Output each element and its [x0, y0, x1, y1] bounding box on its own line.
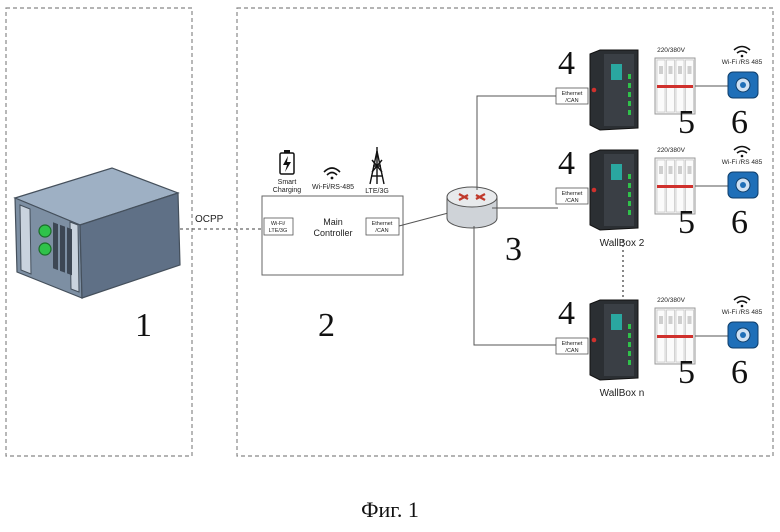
current-sensor-icon — [728, 172, 758, 198]
smart-charging-label-2: Charging — [273, 187, 302, 194]
label-4: 4 — [558, 295, 575, 332]
left-port-label-2: LTE/3G — [269, 228, 288, 234]
lte-label: LTE/3G — [365, 188, 389, 195]
sensor-interface-label: Wi-Fi /RS 485 — [722, 159, 763, 166]
right-port-label-2: /CAN — [375, 228, 388, 234]
label-4: 4 — [558, 45, 575, 82]
sensor-interface-label: Wi-Fi /RS 485 — [722, 309, 763, 316]
server-led-icon — [39, 225, 51, 237]
current-sensor-icon — [728, 72, 758, 98]
antenna-icon — [370, 147, 384, 184]
server-icon — [15, 168, 180, 298]
router-wallbox-link-1 — [477, 96, 558, 190]
smart-charging-label-1: Smart — [278, 179, 297, 186]
figure-caption: Фиг. 1 — [361, 497, 419, 522]
wallbox-port-label-2: /CAN — [565, 98, 578, 104]
wallbox-row: 4Ethernet/CAN 220/380V Wi-Fi /RS 485 56Wall… — [556, 145, 763, 249]
wallbox-rows: 4Ethernet/CAN220/380VWi-Fi /RS 485564Eth… — [556, 45, 763, 399]
label-5: 5 — [678, 104, 695, 141]
label-6: 6 — [731, 104, 748, 141]
sensor-interface-label: Wi-Fi /RS 485 — [722, 59, 763, 66]
wifi-icon — [734, 297, 750, 308]
wallbox-row: 4Ethernet/CAN 220/380V Wi-Fi /RS 485 56 — [556, 45, 763, 141]
wallbox-name-label: WallBox 2 — [600, 238, 645, 249]
wallbox-name-label: WallBox n — [600, 388, 645, 399]
battery-icon — [280, 150, 294, 174]
label-4: 4 — [558, 145, 575, 182]
label-3: 3 — [505, 231, 522, 268]
wallbox-charger-icon — [590, 300, 638, 380]
voltage-label: 220/380V — [657, 147, 685, 154]
current-sensor-icon — [728, 322, 758, 348]
wifi-icon — [734, 47, 750, 58]
wallbox-charger-icon — [590, 50, 638, 130]
wifi-icon — [734, 147, 750, 158]
ocpp-label: OCPP — [195, 214, 224, 225]
label-6: 6 — [731, 204, 748, 241]
controller-title-2: Controller — [313, 228, 352, 238]
label-5: 5 — [678, 354, 695, 391]
label-2: 2 — [318, 307, 335, 344]
wallbox-port-label-2: /CAN — [565, 198, 578, 204]
wifi-rs-label: Wi-Fi/RS-485 — [312, 184, 354, 191]
right-port-label-1: Ethernet — [372, 221, 393, 227]
wifi-icon — [324, 168, 340, 179]
wallbox-port-label-1: Ethernet — [562, 91, 583, 97]
controller-router-link — [399, 212, 452, 226]
wallbox-port-label-1: Ethernet — [562, 191, 583, 197]
router-icon — [447, 187, 497, 228]
wallbox-row: 4Ethernet/CAN 220/380V Wi-Fi /RS 485 56Wall… — [556, 295, 763, 399]
wallbox-port-label-2: /CAN — [565, 348, 578, 354]
controller-title-1: Main — [323, 217, 343, 227]
voltage-label: 220/380V — [657, 297, 685, 304]
label-1: 1 — [135, 307, 152, 344]
label-6: 6 — [731, 354, 748, 391]
wallbox-port-label-1: Ethernet — [562, 341, 583, 347]
left-port-label-1: Wi-Fi/ — [271, 221, 286, 227]
voltage-label: 220/380V — [657, 47, 685, 54]
server-led-icon — [39, 243, 51, 255]
wallbox-charger-icon — [590, 150, 638, 230]
label-5: 5 — [678, 204, 695, 241]
